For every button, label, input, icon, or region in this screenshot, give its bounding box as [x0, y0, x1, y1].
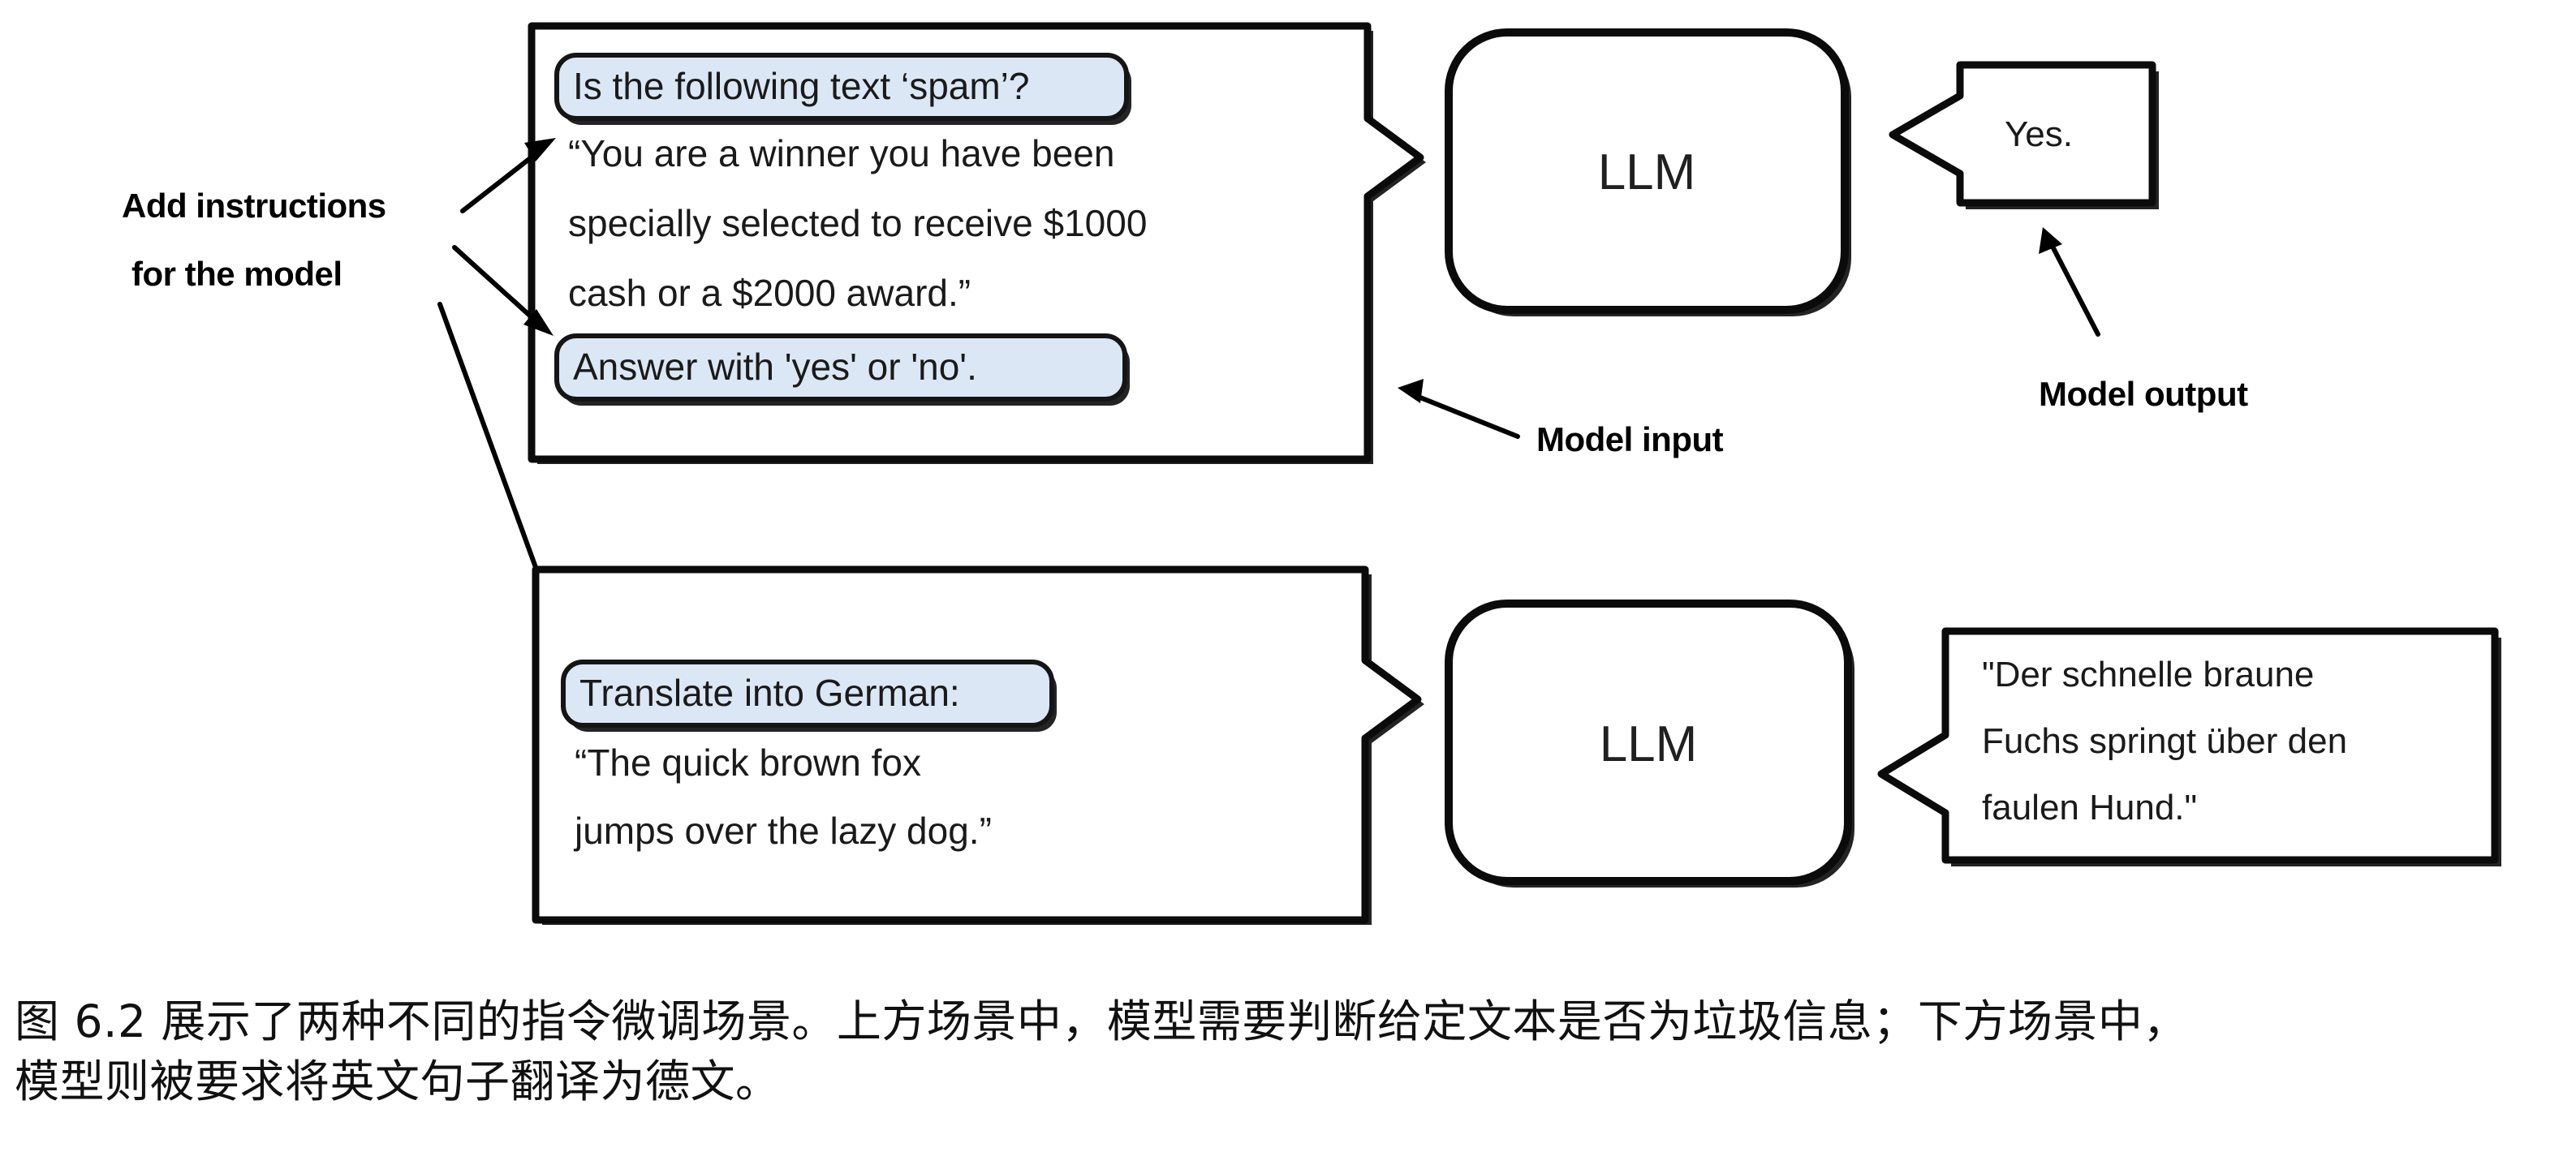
figure-caption: 图 6.2 展示了两种不同的指令微调场景。上方场景中，模型需要判断给定文本是否为…	[15, 991, 2563, 1112]
arrow-add-instructions-to-pill-2	[452, 245, 554, 336]
annotation-model-input: Model input	[1536, 420, 1724, 458]
instruction-pill-1-label: Is the following text ‘spam’?	[573, 65, 1030, 107]
instruction-pill-spam-question[interactable]	[554, 53, 1129, 121]
caption-line-2: 模型则被要求将英文句子翻译为德文。	[15, 1055, 781, 1108]
output-line-bottom-3: faulen Hund."	[1982, 788, 2197, 827]
output-line-top-1: Yes.	[2005, 114, 2073, 154]
model-output-box-top[interactable]	[1889, 61, 2156, 207]
annotation-model-output: Model output	[2039, 375, 2248, 413]
output-line-bottom-1: "Der schnelle braune	[1982, 655, 2314, 694]
arrow-model-input	[1398, 379, 1520, 439]
caption-line-1: 图 6.2 展示了两种不同的指令微调场景。上方场景中，模型需要判断给定文本是否为…	[15, 995, 2188, 1047]
arrow-model-output	[2039, 227, 2100, 337]
input-body-bottom-line-2: jumps over the lazy dog.”	[573, 810, 992, 852]
llm-box-top[interactable]	[1445, 28, 1849, 314]
instruction-pill-translate[interactable]	[561, 660, 1054, 728]
model-output-box-bottom[interactable]	[1877, 627, 2499, 864]
translate-pill-label: Translate into German:	[579, 672, 960, 714]
model-input-box-bottom[interactable]	[532, 565, 1422, 924]
output-line-bottom-2: Fuchs springt über den	[1982, 721, 2347, 761]
llm-label-bottom: LLM	[1600, 716, 1698, 772]
input-body-line-2: specially selected to receive $1000	[568, 202, 1147, 244]
input-body-line-3: cash or a $2000 award.”	[568, 272, 971, 314]
arrow-add-instructions-to-pill-1	[460, 138, 556, 213]
llm-box-bottom[interactable]	[1445, 600, 1852, 885]
input-body-bottom-line-1: “The quick brown fox	[575, 741, 921, 784]
annotation-add-instructions-line2: for the model	[131, 255, 342, 293]
instruction-pill-2-label: Answer with 'yes' or 'no'.	[573, 346, 977, 388]
annotation-add-instructions-line1: Add instructions	[122, 187, 386, 225]
input-body-line-1: “You are a winner you have been	[568, 132, 1114, 174]
instruction-pill-answer-format[interactable]	[554, 333, 1127, 402]
llm-label-top: LLM	[1598, 144, 1696, 200]
